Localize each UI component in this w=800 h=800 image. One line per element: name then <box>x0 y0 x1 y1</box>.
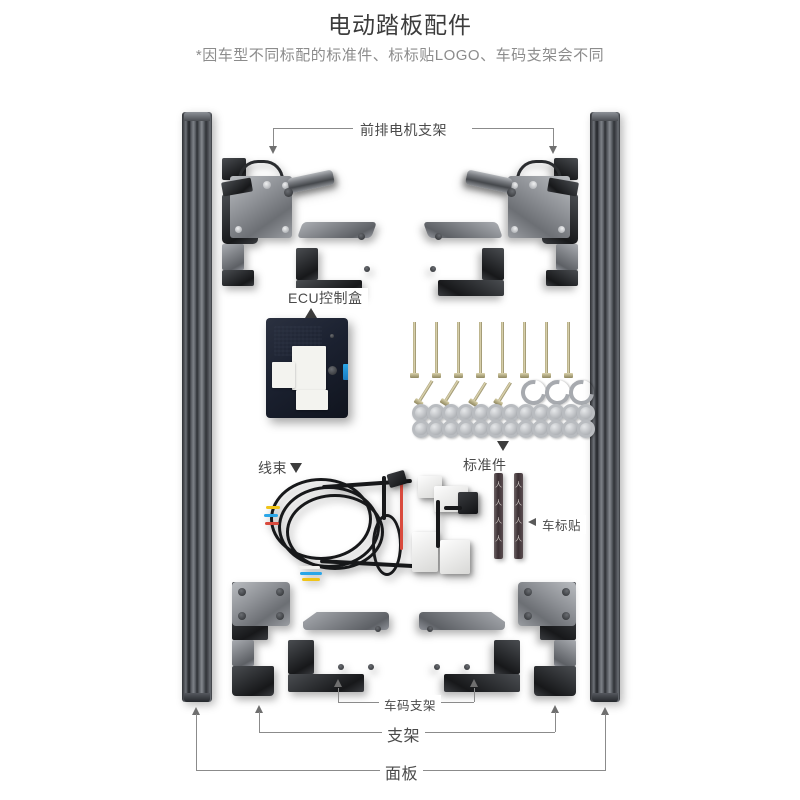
label-bracket: 支架 <box>382 722 426 746</box>
panel-arrow-right-icon <box>601 707 609 715</box>
harness-connector-inline <box>386 469 408 489</box>
panel-arrow-left-icon <box>192 707 200 715</box>
panel-leader-right <box>605 714 606 770</box>
code-bracket-leader-right <box>474 688 475 702</box>
front-right-linkage-arm-lower <box>420 248 504 296</box>
harness-connector-white-d <box>440 540 470 574</box>
front-motor-leader-drop-left <box>273 128 274 148</box>
label-ecu-box: ECU控制盒 <box>283 288 368 308</box>
bracket-arrow-right-icon <box>551 705 559 713</box>
bracket-arrow-left-icon <box>255 705 263 713</box>
front-motor-leader-line-left <box>273 128 353 129</box>
code-bracket-left-lower <box>288 640 384 692</box>
label-standard-parts: 标准件 <box>458 455 512 475</box>
label-front-motor-bracket: 前排电机支架 <box>355 120 452 140</box>
front-right-linkage-arm-upper <box>423 222 503 250</box>
label-wiring-harness: 线束 <box>253 458 292 478</box>
label-panel: 面板 <box>380 760 424 784</box>
front-motor-leader-drop-right <box>553 128 554 148</box>
ecu-qr-label-small <box>272 362 295 388</box>
right-running-board-panel <box>590 112 620 702</box>
logo-sticker-arrow-icon <box>528 518 536 526</box>
bracket-leader-left <box>259 712 260 732</box>
ecu-control-module <box>266 318 348 418</box>
motor-cylinder <box>286 169 336 194</box>
front-left-motor-assembly <box>221 158 342 286</box>
wiring-harness-bundle <box>262 469 492 581</box>
harness-relay-block <box>458 492 478 514</box>
standard-parts-arrow-icon <box>497 441 509 451</box>
front-left-linkage-arm-lower <box>296 248 380 296</box>
ecu-qr-label-bottom <box>296 390 328 410</box>
code-bracket-pointer-right-icon <box>470 679 478 687</box>
code-bracket-pointer-left-icon <box>334 679 342 687</box>
label-code-bracket: 车码支架 <box>379 695 442 714</box>
front-motor-leader-line-right <box>472 128 554 129</box>
front-motor-arrow-left-icon <box>269 146 277 154</box>
code-bracket-left-upper <box>303 612 389 640</box>
harness-connector-white-c <box>412 532 438 572</box>
front-motor-arrow-right-icon <box>549 146 557 154</box>
left-running-board-panel <box>182 112 212 702</box>
page-subtitle: *因车型不同标配的标准件、标标贴LOGO、车码支架会不同 <box>195 47 605 64</box>
ecu-arrow-icon <box>305 308 317 318</box>
page-title: 电动踏板配件 <box>328 12 472 38</box>
logo-sticker-left: 人 人 人 人 <box>494 473 503 559</box>
code-bracket-right-upper <box>419 612 505 640</box>
code-bracket-leader-left <box>338 688 339 702</box>
rear-left-bracket-assembly <box>232 582 294 696</box>
code-bracket-right-lower <box>424 640 520 692</box>
label-logo-sticker: 车标贴 <box>537 515 587 534</box>
front-left-linkage-arm-upper <box>297 222 377 250</box>
bracket-leader-right <box>555 712 556 732</box>
logo-sticker-right: 人 人 人 人 <box>514 473 523 559</box>
ecu-qr-label-main <box>292 346 326 390</box>
ecu-blue-connector <box>343 364 348 380</box>
panel-leader-left <box>196 714 197 770</box>
wiring-harness-arrow-icon <box>290 463 302 473</box>
rear-right-bracket-assembly <box>514 582 576 696</box>
